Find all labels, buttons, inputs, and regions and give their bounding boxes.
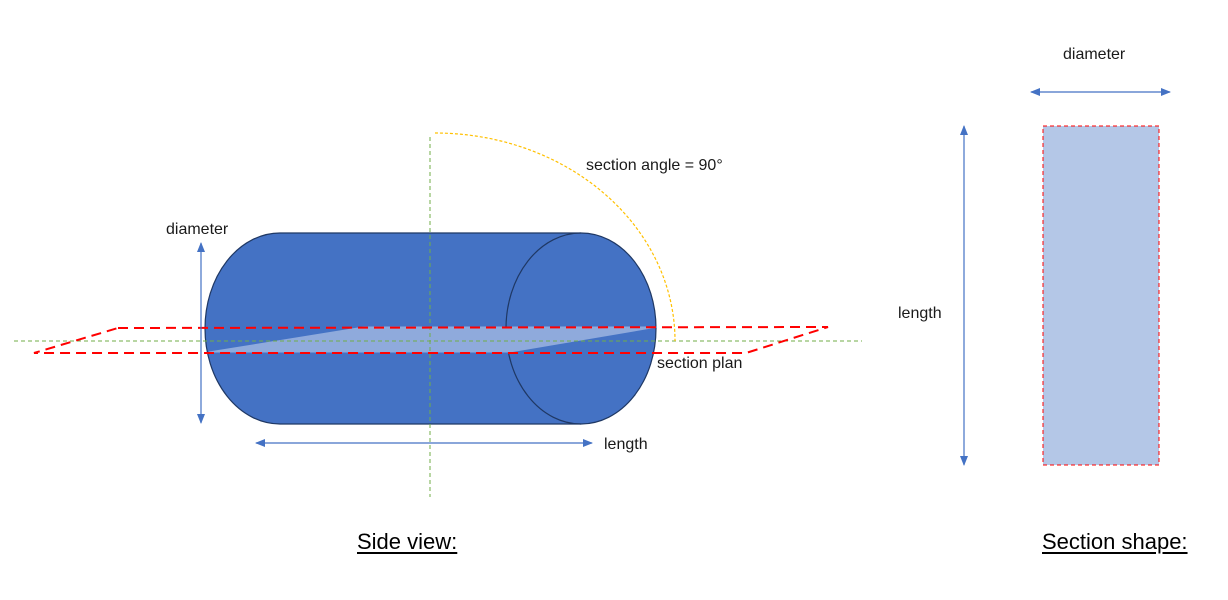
section-plan-label: section plan (657, 355, 743, 372)
section-length-label: length (898, 305, 942, 322)
section-shape-rect (1042, 125, 1160, 466)
section-shape-heading: Section shape: (1042, 529, 1188, 554)
diameter-label: diameter (166, 221, 229, 238)
section-angle-label: section angle = 90° (586, 157, 723, 174)
section-plane (33, 326, 829, 354)
section-diameter-label: diameter (1063, 46, 1126, 63)
side-view-heading: Side view: (357, 529, 458, 554)
length-label: length (604, 436, 648, 453)
